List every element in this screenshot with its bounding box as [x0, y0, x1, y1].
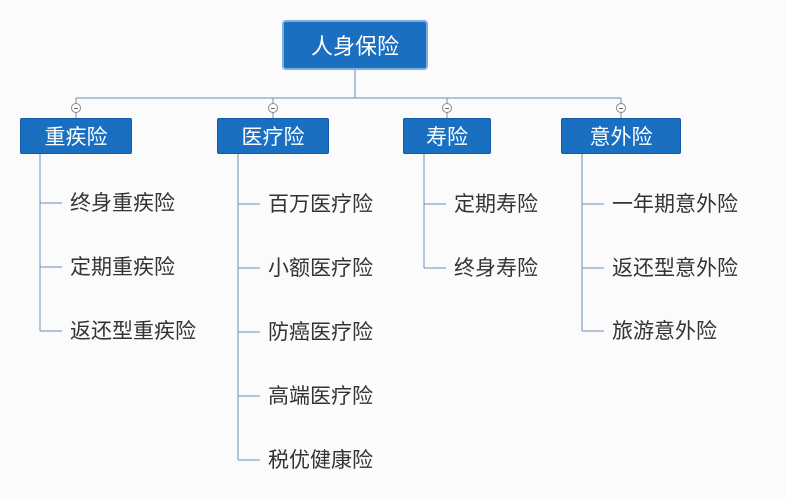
leaf-node[interactable]: 定期寿险 [454, 192, 538, 216]
leaf-node[interactable]: 返还型重疾险 [70, 319, 196, 343]
leaf-node[interactable]: 百万医疗险 [268, 192, 373, 216]
leaf-node[interactable]: 终身寿险 [454, 256, 538, 280]
leaf-node[interactable]: 返还型意外险 [612, 256, 738, 280]
collapse-toggle-icon[interactable] [268, 103, 278, 113]
leaf-node[interactable]: 终身重疾险 [70, 191, 175, 215]
collapse-toggle-icon[interactable] [616, 103, 626, 113]
leaf-node[interactable]: 小额医疗险 [268, 256, 373, 280]
leaf-node[interactable]: 高端医疗险 [268, 384, 373, 408]
leaf-node[interactable]: 一年期意外险 [612, 192, 738, 216]
leaf-node[interactable]: 税优健康险 [268, 448, 373, 472]
leaf-node[interactable]: 定期重疾险 [70, 255, 175, 279]
collapse-toggle-icon[interactable] [71, 103, 81, 113]
leaf-node[interactable]: 防癌医疗险 [268, 320, 373, 344]
root-node[interactable]: 人身保险 [282, 20, 428, 70]
category-node-critical-illness[interactable]: 重疾险 [20, 118, 132, 154]
category-node-medical[interactable]: 医疗险 [217, 118, 329, 154]
leaf-node[interactable]: 旅游意外险 [612, 319, 717, 343]
collapse-toggle-icon[interactable] [442, 103, 452, 113]
category-node-life[interactable]: 寿险 [403, 118, 491, 154]
category-node-accident[interactable]: 意外险 [561, 118, 681, 154]
